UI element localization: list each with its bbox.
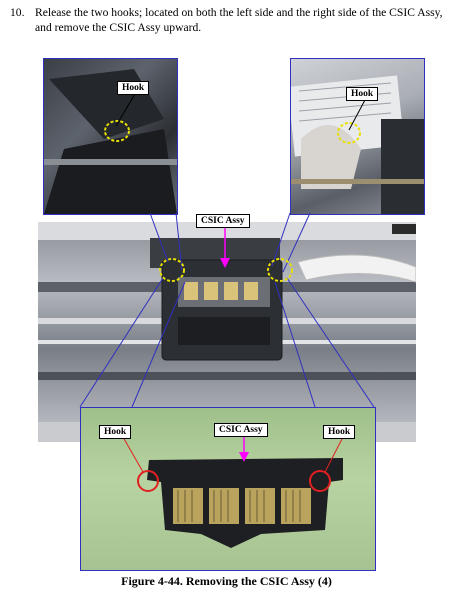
pointer-csic-main-head bbox=[220, 258, 230, 268]
label-hook-bottom-left: Hook bbox=[99, 425, 132, 439]
hook-circle-main-left bbox=[159, 258, 185, 282]
connector-bottom-right bbox=[274, 281, 316, 408]
leader-hook-top-left bbox=[115, 93, 136, 127]
connector-bottom-right-2 bbox=[286, 277, 375, 408]
connector-top-left bbox=[149, 212, 169, 263]
label-csic-assy-bottom: CSIC Assy bbox=[214, 423, 268, 437]
pointer-csic-bottom-head bbox=[239, 452, 249, 462]
hook-ring-bottom-left bbox=[137, 470, 159, 492]
leader-hook-top-right bbox=[348, 99, 366, 131]
csic-assy-illustration bbox=[147, 458, 343, 548]
leader-hook-bottom-left bbox=[122, 436, 144, 473]
label-hook-top-left: Hook bbox=[117, 81, 150, 95]
hook-ring-bottom-right bbox=[309, 470, 331, 492]
step-text: Release the two hooks; located on both t… bbox=[35, 6, 443, 34]
step-number: 10. bbox=[10, 6, 25, 19]
label-csic-assy-main: CSIC Assy bbox=[196, 214, 250, 228]
connector-bottom-left-2 bbox=[131, 281, 186, 408]
connector-top-left-2 bbox=[175, 212, 183, 271]
label-hook-bottom-right: Hook bbox=[323, 425, 356, 439]
connector-top-right bbox=[271, 212, 291, 267]
connector-bottom-left bbox=[79, 277, 164, 408]
label-hook-top-right: Hook bbox=[346, 87, 379, 101]
leader-hook-bottom-right bbox=[324, 436, 344, 473]
hook-circle-main-right bbox=[267, 258, 293, 282]
figure-caption: Figure 4-44. Removing the CSIC Assy (4) bbox=[121, 574, 332, 588]
